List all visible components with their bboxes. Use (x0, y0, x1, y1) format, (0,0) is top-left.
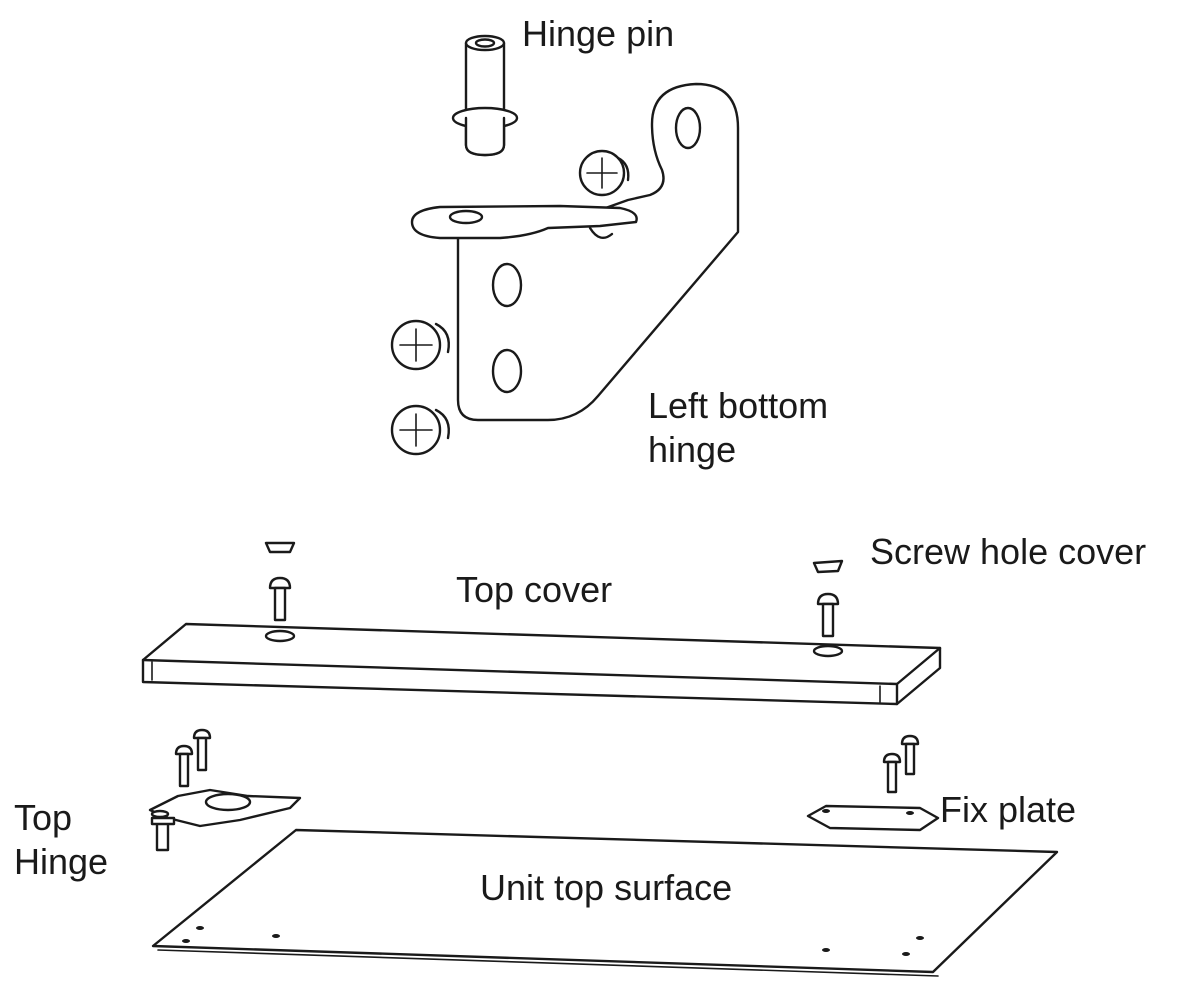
top-cover (141, 622, 942, 706)
top-cover-screw-left (268, 576, 292, 622)
left-bottom-hinge-label-line-2: hinge (648, 429, 737, 470)
unit-top-surface (151, 828, 1059, 977)
top-cover-label: Top cover (456, 569, 613, 610)
screw-hole-cover-right (812, 559, 844, 574)
fix-plate-screw-b (900, 734, 920, 776)
top-hinge-screw-a (174, 744, 194, 788)
unit-top-surface-label: Unit top surface (480, 867, 733, 908)
top-hinge-label-line-1: Top (14, 797, 73, 838)
top-hinge-label-line-2: Hinge (14, 841, 109, 882)
top-cover-screw-right (816, 592, 840, 638)
screw-hole-cover-left (264, 541, 296, 554)
fix-plate-screw-a (882, 752, 902, 794)
fix-plate (806, 804, 940, 832)
top-hinge-label: Top Hinge (14, 796, 108, 884)
hinge-pin (451, 34, 519, 157)
left-bottom-hinge (410, 82, 740, 422)
top-hinge (148, 788, 302, 852)
fix-plate-label: Fix plate (940, 789, 1077, 830)
left-bottom-hinge-label-line-1: Left bottom (648, 385, 829, 426)
bracket-screw-top (578, 149, 630, 197)
top-hinge-screw-b (192, 728, 212, 772)
left-bottom-hinge-label: Left bottom hinge (648, 384, 828, 472)
screw-hole-cover-label: Screw hole cover (870, 531, 1147, 572)
bracket-screw-bottom (390, 404, 450, 456)
bracket-screw-middle (390, 319, 450, 371)
hinge-pin-label: Hinge pin (522, 13, 675, 54)
